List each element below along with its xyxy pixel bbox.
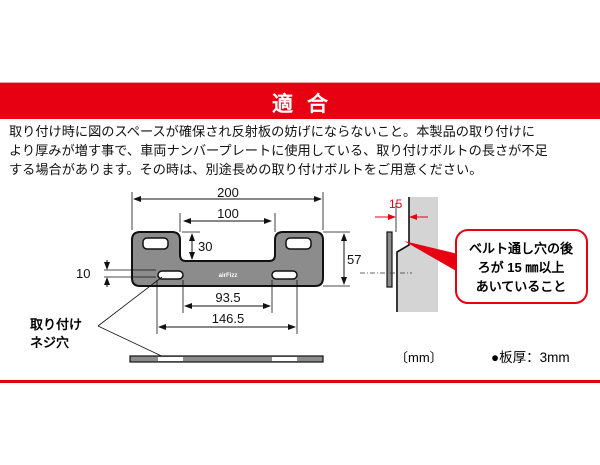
callout-line3: あいていること — [476, 279, 567, 294]
callout-line1: ベルト通し穴の後 — [469, 241, 574, 256]
dim-overall-width: 200 — [217, 185, 239, 200]
belt-slot-left — [142, 237, 169, 250]
bracket-edge-view — [129, 355, 324, 363]
dim-notch-width: 100 — [217, 206, 239, 221]
dimension-lines — [104, 196, 347, 330]
bottom-divider — [0, 380, 600, 383]
dim-hole-height: 10 — [76, 266, 90, 281]
vehicle-wall — [396, 197, 438, 312]
side-view: 15 — [360, 197, 438, 312]
belt-slot-right — [285, 237, 312, 250]
section-header-band: 適合 — [0, 82, 600, 119]
description-line: 取り付け時に図のスペースが確保され反射板の妨げにならないこと。本製品の取り付けに — [9, 125, 535, 140]
clearance-callout: ベルト通し穴の後 ろが 15 ㎜以上 あいていること — [404, 229, 588, 304]
dim-outer-pitch: 146.5 — [212, 311, 245, 326]
description-line: より厚みが増す事で、車両ナンバープレートに使用している、取り付けボルトの長さが不… — [9, 144, 548, 159]
plate-side — [386, 231, 393, 288]
screw-hole-left — [157, 270, 184, 280]
dim-inner-pitch: 93.5 — [215, 290, 240, 305]
description-line: する場合があります。その時は、別途長めの取り付けボルトをご用意ください。 — [9, 163, 483, 178]
screw-hole-right — [271, 270, 298, 280]
dim-rear-clearance: 15 — [389, 197, 403, 211]
extension-lines — [104, 192, 350, 334]
thickness-note: ●板厚：3mm — [491, 350, 570, 365]
unit-note: 〔mm〕 — [395, 350, 443, 365]
description-text: 取り付け時に図のスペースが確保され反射板の妨げにならないこと。本製品の取り付けに… — [9, 123, 599, 180]
callout-line2: ろが 15 ㎜以上 — [478, 260, 565, 275]
dim-height: 57 — [347, 252, 361, 267]
leader-lines — [97, 276, 171, 361]
dim-notch-depth: 30 — [198, 239, 212, 254]
hole-label-line1: 取り付け — [30, 317, 82, 332]
brand-logo: airFizz — [219, 273, 238, 279]
hole-label-line2: ネジ穴 — [30, 335, 69, 350]
section-title: 適合 — [272, 92, 342, 116]
